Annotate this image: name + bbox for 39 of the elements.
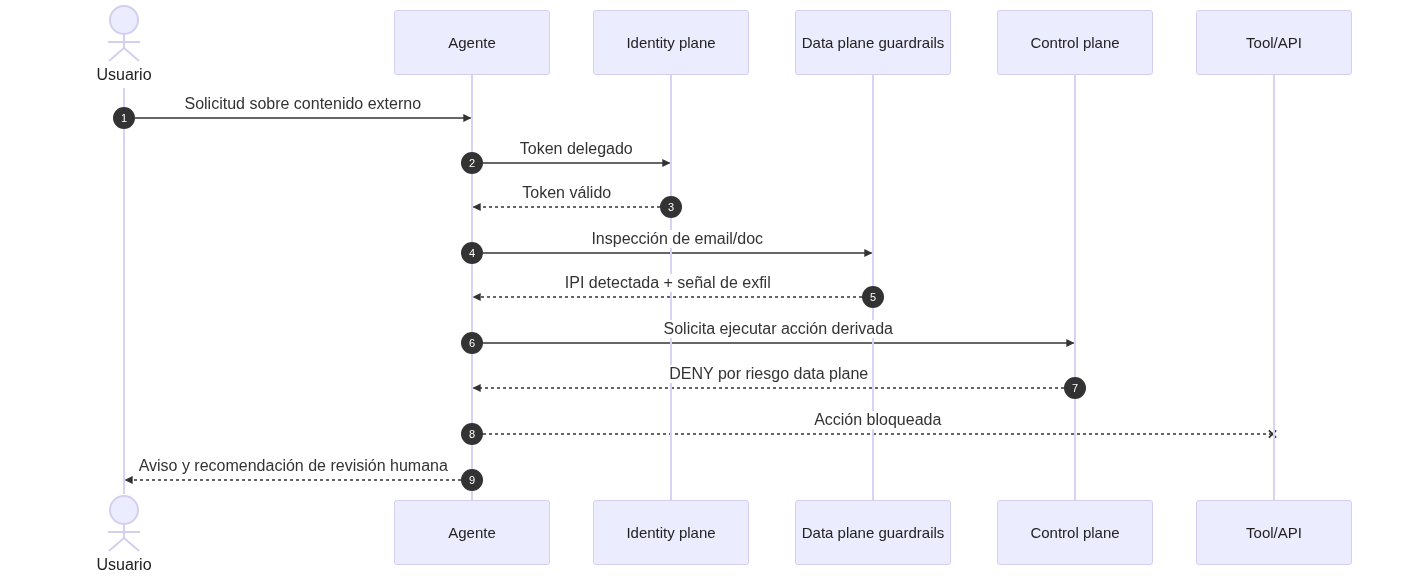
sequence-number: 3 [660, 196, 682, 218]
sequence-number: 2 [461, 152, 483, 174]
message-arrow [482, 249, 873, 257]
participant-box: Data plane guardrails [795, 500, 951, 565]
lifeline [1074, 75, 1076, 500]
lifeline [123, 88, 125, 494]
participant-box: Agente [394, 500, 550, 565]
message-arrow [482, 339, 1075, 347]
message-arrow [472, 293, 863, 301]
actor-label: Usuario [95, 556, 153, 574]
message-label: Solicita ejecutar acción derivada [661, 320, 895, 338]
participant-box: Identity plane [593, 10, 749, 75]
message-arrow [472, 203, 661, 211]
participant-box: Tool/API [1196, 500, 1352, 565]
message-arrow [472, 384, 1065, 392]
message-label: Aviso y recomendación de revisión humana [136, 457, 450, 475]
lifeline [872, 75, 874, 500]
sequence-number: 6 [461, 332, 483, 354]
sequence-number: 4 [461, 242, 483, 264]
sequence-number: 5 [862, 286, 884, 308]
message-arrow [124, 476, 462, 484]
lifeline [1273, 75, 1275, 500]
sequence-number: 7 [1064, 377, 1086, 399]
sequence-number: 8 [461, 423, 483, 445]
message-arrow [134, 114, 472, 122]
participant-box: Control plane [997, 10, 1153, 75]
message-label: Token delegado [517, 140, 635, 158]
message-arrow [482, 159, 671, 167]
actor-label: Usuario [95, 66, 153, 84]
participant-box: Tool/API [1196, 10, 1352, 75]
sequence-number: 9 [461, 469, 483, 491]
participant-box: Agente [394, 10, 550, 75]
participant-box: Data plane guardrails [795, 10, 951, 75]
message-label: Acción bloqueada [812, 411, 944, 429]
participant-box: Identity plane [593, 500, 749, 565]
participant-box: Control plane [997, 500, 1153, 565]
sequence-number: 1 [113, 107, 135, 129]
message-label: DENY por riesgo data plane [667, 365, 871, 383]
lifeline [471, 75, 473, 500]
